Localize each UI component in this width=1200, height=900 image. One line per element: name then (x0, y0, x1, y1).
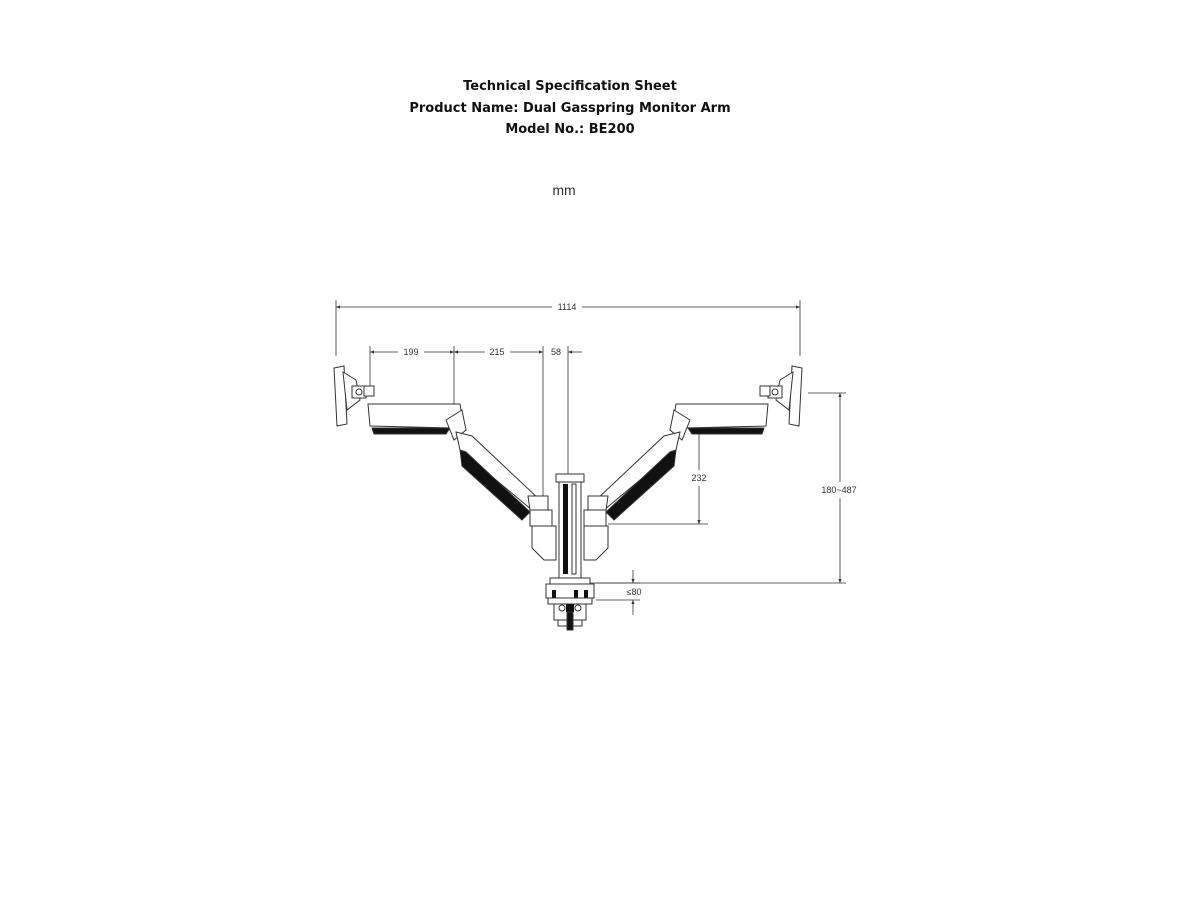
dim-pole-offset: 58 (551, 347, 561, 357)
sheet-title: Technical Specification Sheet (463, 79, 677, 94)
center-pole (531, 473, 609, 579)
dimension-lines (335, 300, 846, 615)
spec-header: Technical Specification Sheet Product Na… (0, 76, 1140, 141)
dim-overall-width: 1114 (558, 302, 577, 312)
dim-arm-height: 232 (691, 473, 706, 483)
product-name: Product Name: Dual Gasspring Monitor Arm (409, 100, 731, 116)
unit-label: mm (552, 182, 576, 198)
desk-clamp (545, 577, 595, 631)
dim-clamp-thickness: ≤80 (627, 587, 642, 597)
dim-height-range: 180~487 (821, 485, 856, 495)
right-arm (583, 365, 803, 527)
dim-arm-segment-2: 215 (489, 347, 504, 357)
model-number: Model No.: BE200 (505, 122, 635, 137)
dim-arm-segment-1: 199 (403, 347, 418, 357)
left-arm (333, 365, 553, 527)
